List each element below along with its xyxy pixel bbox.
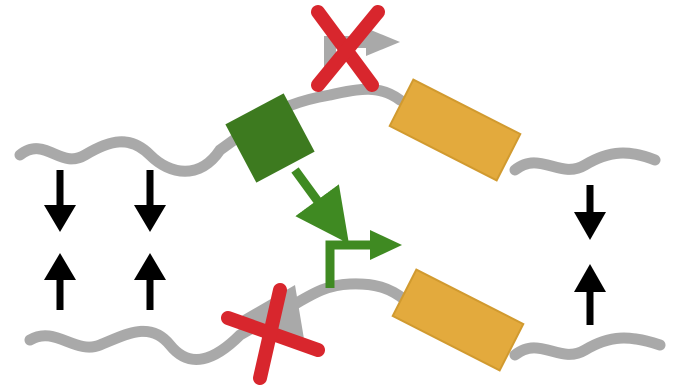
lower-dna-strand — [24, 278, 411, 365]
regulator-square — [225, 93, 315, 183]
pairing-arrows-icon-middle — [134, 170, 166, 310]
upper-dna-strand-right — [509, 147, 661, 176]
upper-dna-strand — [14, 83, 406, 177]
upper-gene — [388, 78, 522, 182]
lower-dna-strand-right — [509, 332, 666, 361]
lower-cross-icon — [221, 283, 325, 385]
lower-gene — [391, 268, 525, 372]
pairing-arrows-icon-left — [44, 170, 76, 310]
pairing-arrows-icon-right — [574, 185, 606, 325]
lower-active-promoter-icon — [325, 230, 402, 288]
upper-cross-icon — [311, 5, 385, 92]
activation-arrow-icon — [291, 167, 349, 244]
